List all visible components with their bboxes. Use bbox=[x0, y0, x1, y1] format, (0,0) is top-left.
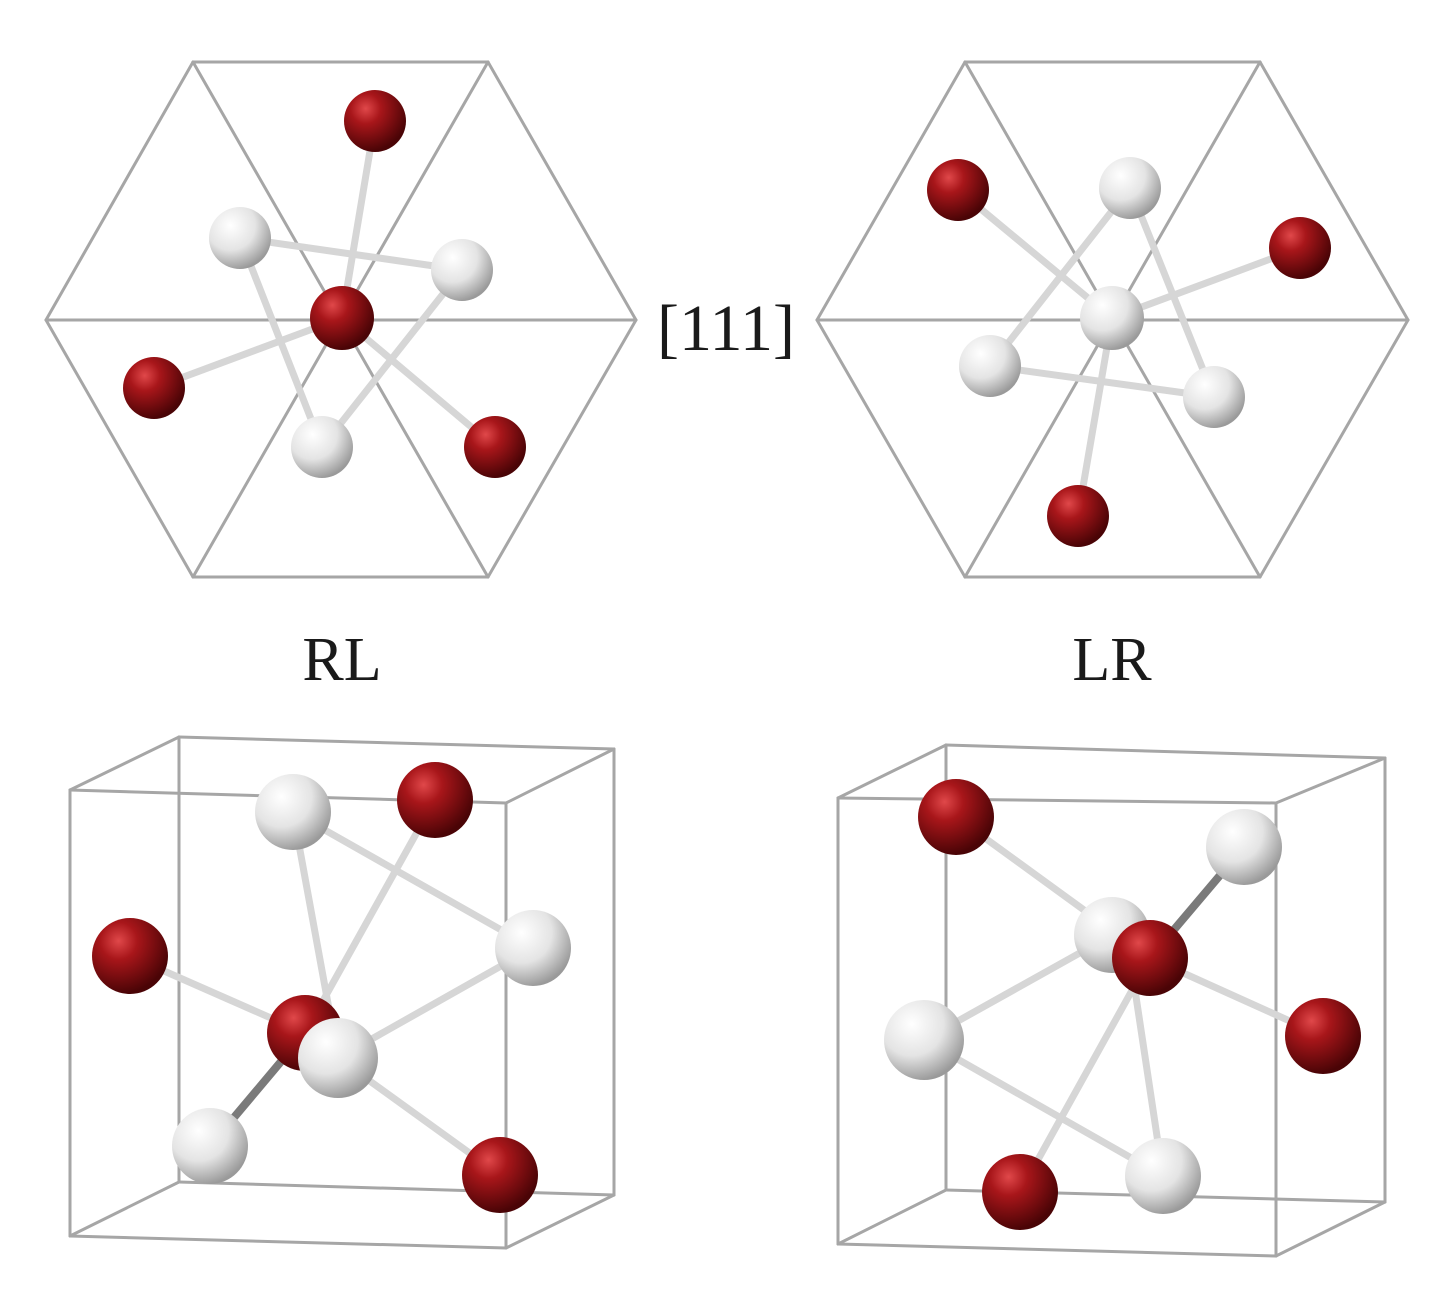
atoms-hexagon-lr bbox=[927, 157, 1331, 547]
red-atom-center bbox=[310, 286, 374, 350]
white-atom bbox=[1206, 809, 1282, 885]
white-atom bbox=[495, 910, 571, 986]
atoms-cube-rl bbox=[92, 762, 571, 1213]
red-atom bbox=[462, 1137, 538, 1213]
atoms-hexagon-rl bbox=[123, 90, 526, 478]
red-atom bbox=[927, 159, 989, 221]
white-atom bbox=[209, 207, 271, 269]
red-atom bbox=[344, 90, 406, 152]
red-atom bbox=[92, 918, 168, 994]
white-atom bbox=[1125, 1138, 1201, 1214]
axis-label: [111] bbox=[657, 292, 795, 365]
red-atom bbox=[397, 762, 473, 838]
red-atom bbox=[1269, 217, 1331, 279]
white-atom bbox=[291, 416, 353, 478]
white-atom bbox=[1099, 157, 1161, 219]
red-atom bbox=[1047, 485, 1109, 547]
atoms-cube-lr bbox=[884, 779, 1361, 1230]
white-atom bbox=[884, 1000, 964, 1080]
red-atom bbox=[982, 1154, 1058, 1230]
white-atom bbox=[959, 335, 1021, 397]
label-rl: RL bbox=[302, 626, 381, 694]
red-atom bbox=[1285, 998, 1361, 1074]
white-atom bbox=[172, 1108, 248, 1184]
white-atom bbox=[431, 239, 493, 301]
bonds-hexagon-lr bbox=[954, 184, 1304, 520]
red-atom bbox=[918, 779, 994, 855]
white-atom-center bbox=[1080, 286, 1144, 350]
white-atom bbox=[1183, 366, 1245, 428]
red-atom bbox=[464, 416, 526, 478]
label-lr: LR bbox=[1072, 626, 1152, 694]
bonds-hexagon-rl bbox=[150, 117, 499, 451]
white-atom bbox=[255, 774, 331, 850]
red-atom bbox=[123, 357, 185, 419]
cube-frame-rl bbox=[68, 735, 616, 1250]
white-atom bbox=[298, 1018, 378, 1098]
red-atom-center bbox=[1112, 920, 1188, 996]
